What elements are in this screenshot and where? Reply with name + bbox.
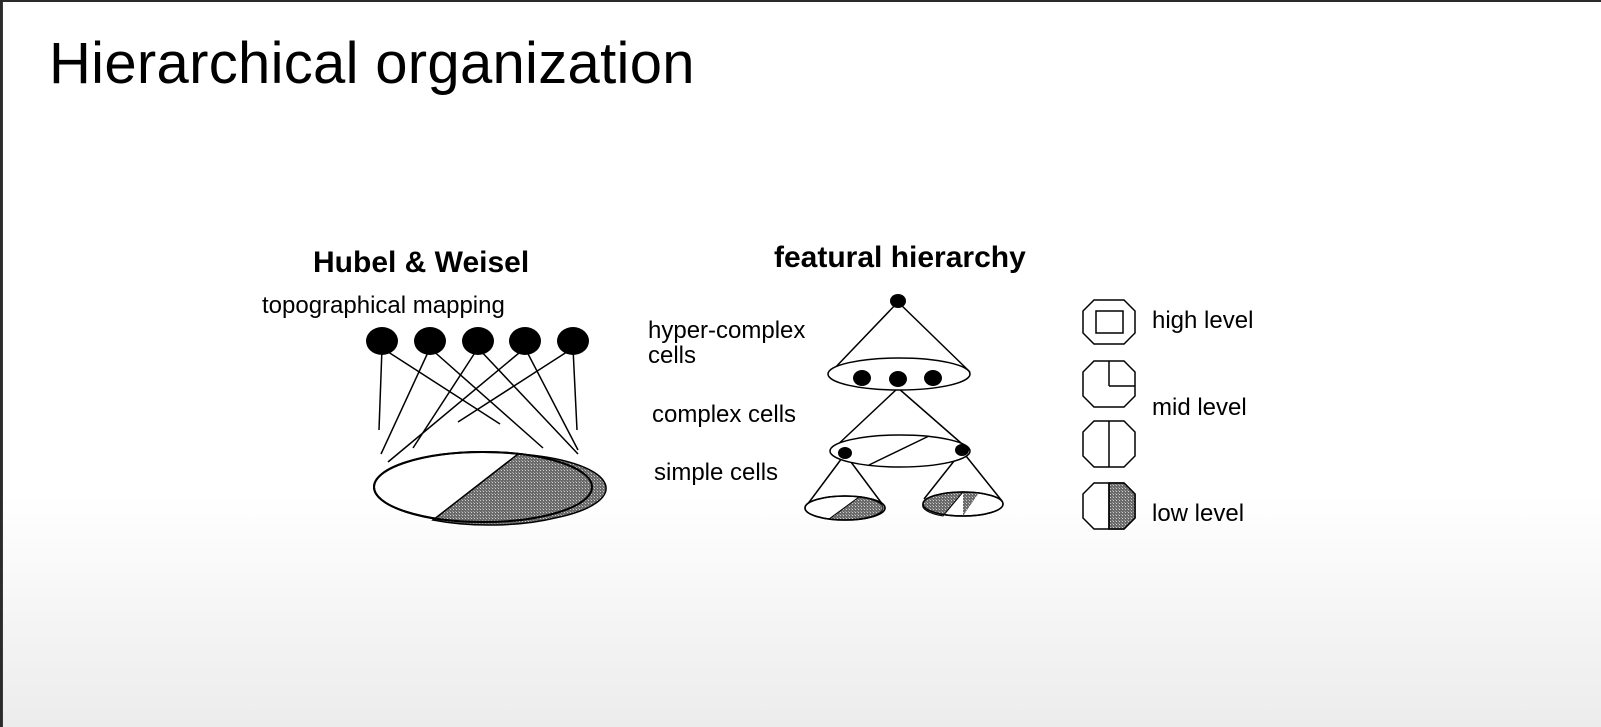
- hyper-complex-node: [924, 370, 942, 386]
- complex-node: [838, 447, 852, 459]
- mid-level-label: mid level: [1152, 394, 1247, 421]
- neuron-node: [414, 327, 446, 355]
- neuron-node: [509, 327, 541, 355]
- high-level-icon: [1082, 299, 1136, 345]
- high-level-label: high level: [1152, 307, 1253, 334]
- feature-levels-panel: high level mid level low level: [1082, 299, 1253, 530]
- top-node: [890, 294, 906, 308]
- hierarchy-lines: [806, 301, 1003, 506]
- complex-layer: [829, 434, 971, 468]
- complex-node: [955, 444, 969, 456]
- topographical-mapping-caption: topographical mapping: [262, 292, 505, 319]
- simple-cells-label: simple cells: [654, 459, 778, 486]
- hubel-weisel-panel: Hubel & Weisel topographical mapping: [262, 246, 607, 526]
- hierarchy-nodes: [838, 294, 969, 459]
- mid-level-corner-icon: [1082, 360, 1136, 408]
- hyper-complex-label-line2: cells: [648, 342, 696, 369]
- slide-title: Hierarchical organization: [49, 31, 695, 96]
- simple-layer-right: [922, 491, 1004, 517]
- low-level-label: low level: [1152, 500, 1244, 527]
- hierarchy-diagram: Hubel & Weisel topographical mapping: [262, 241, 1253, 530]
- simple-layer-left: [804, 495, 886, 521]
- neuron-node: [557, 327, 589, 355]
- neuron-node: [462, 327, 494, 355]
- featural-hierarchy-panel: featural hierarchy hyper-complex cells c…: [648, 241, 1026, 521]
- mapping-lines: [378, 347, 579, 463]
- shaded-region: [431, 453, 607, 526]
- hyper-complex-label-line1: hyper-complex: [648, 317, 805, 344]
- low-level-edge-icon: [1082, 482, 1136, 530]
- top-layer-neurons: [366, 327, 589, 355]
- receptive-field-ellipse: [373, 451, 607, 526]
- neuron-node: [366, 327, 398, 355]
- complex-cells-label: complex cells: [652, 401, 796, 428]
- mid-level-bar-icon: [1082, 420, 1136, 468]
- hyper-complex-node: [853, 370, 871, 386]
- featural-hierarchy-heading: featural hierarchy: [774, 241, 1026, 274]
- hubel-weisel-heading: Hubel & Weisel: [313, 246, 529, 279]
- hyper-complex-node: [889, 371, 907, 387]
